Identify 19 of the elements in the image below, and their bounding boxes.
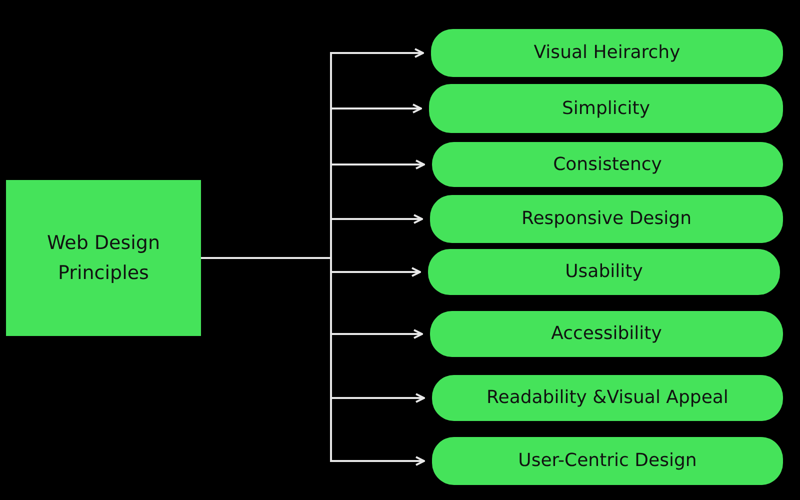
topic-box bbox=[6, 180, 201, 336]
principle-label: Consistency bbox=[553, 154, 662, 176]
principle-label: Responsive Design bbox=[522, 208, 692, 230]
principle-label: Simplicity bbox=[562, 98, 650, 120]
topic-label: Web Design Principles bbox=[46, 230, 162, 286]
principle-pill bbox=[431, 29, 783, 77]
connector-arrow bbox=[201, 257, 425, 466]
principle-label: Usability bbox=[565, 261, 643, 283]
principle-label: Accessibility bbox=[551, 323, 662, 345]
principle-pill bbox=[432, 375, 783, 421]
principle-pill bbox=[430, 311, 783, 357]
principle-label: User-Centric Design bbox=[518, 450, 697, 472]
principle-pill bbox=[429, 84, 783, 133]
principle-pill bbox=[432, 142, 783, 187]
principle-pill bbox=[432, 437, 783, 485]
principle-label: Visual Heirarchy bbox=[534, 42, 680, 64]
principle-pill bbox=[428, 249, 780, 295]
principle-label: Readability &Visual Appeal bbox=[486, 387, 728, 409]
principle-pill bbox=[430, 195, 783, 243]
